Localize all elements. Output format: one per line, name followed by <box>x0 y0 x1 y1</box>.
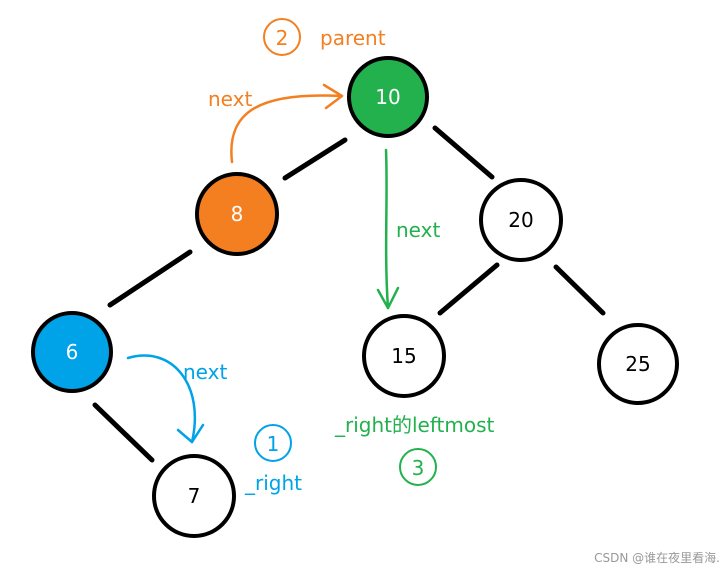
node-label: 15 <box>391 344 416 368</box>
node-25: 25 <box>597 323 679 405</box>
step-1-badge: 1 <box>254 424 292 462</box>
step-1-number: 1 <box>267 432 280 456</box>
node-10: 10 <box>347 56 429 138</box>
tree-edges <box>92 125 606 463</box>
node-6: 6 <box>31 311 113 393</box>
watermark: CSDN @谁在夜里看海. <box>594 550 720 565</box>
edge-6-7 <box>92 402 155 463</box>
edge-10-20 <box>432 125 495 180</box>
node-20: 20 <box>479 178 563 262</box>
step-2-badge: 2 <box>263 18 301 56</box>
step-2-label: parent <box>320 26 386 50</box>
node-label: 6 <box>66 340 79 364</box>
node-label: 20 <box>508 208 533 232</box>
edge-20-25 <box>553 264 606 316</box>
node-7: 7 <box>152 454 236 538</box>
step-3-label: _right的leftmost <box>334 413 495 437</box>
edge-20-15 <box>437 262 500 316</box>
step-3-number: 3 <box>412 456 425 480</box>
next-label-orange: next <box>208 87 252 111</box>
node-label: 8 <box>231 202 244 226</box>
node-label: 25 <box>625 352 650 376</box>
edge-10-8 <box>282 137 348 181</box>
step-2-number: 2 <box>276 26 289 50</box>
next-label-green: next <box>396 218 440 242</box>
node-15: 15 <box>362 314 446 398</box>
node-8: 8 <box>195 172 279 256</box>
node-label: 7 <box>188 484 201 508</box>
edge-8-6 <box>107 249 193 308</box>
next-arrow-blue <box>126 354 205 444</box>
next-arrow-orange <box>230 83 344 164</box>
step-1-label: _right <box>244 471 302 495</box>
next-label-blue: next <box>183 360 227 384</box>
next-arrow-green <box>376 148 400 310</box>
step-3-badge: 3 <box>399 448 437 486</box>
node-label: 10 <box>375 85 400 109</box>
